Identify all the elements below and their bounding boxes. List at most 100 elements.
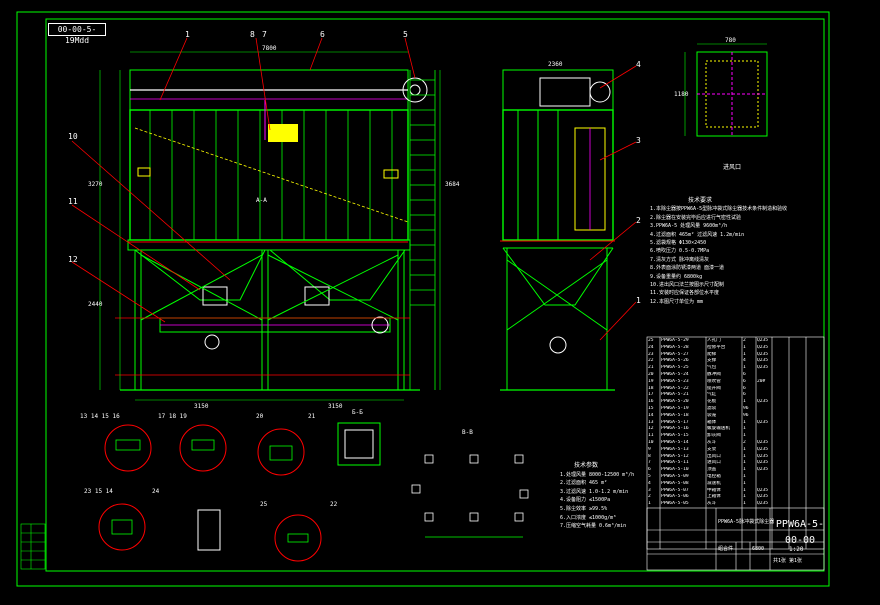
company-name: PPW6A-5脉冲袋式除尘器 [718, 519, 775, 525]
param-line: 2.过滤面积 465 m² [560, 480, 608, 487]
bom-cell: 1 [648, 501, 651, 507]
bom-cell [757, 386, 773, 393]
bom-cell: 1 [743, 474, 746, 479]
bom-cell: PPW6A-5-25 [661, 365, 689, 371]
bom-cell: 检修平台 [707, 344, 726, 350]
bom-cell [773, 426, 790, 433]
bom-cell: 4 [743, 358, 746, 364]
bom-cell: 19 [648, 378, 654, 384]
bom-cell: 箱体 [707, 419, 717, 425]
left-stamp [20, 523, 46, 570]
bom-cell [757, 426, 773, 433]
bom-cell: 96 [743, 412, 749, 418]
callout-detail-d: 21 [308, 413, 316, 420]
callout-detail-h: 22 [330, 501, 338, 508]
bom-cell: PPW6A-5-14 [661, 440, 689, 445]
bom-cell: 气缸 [707, 392, 717, 398]
bom-cell: 人孔门 [707, 338, 721, 343]
balloon-side-3: 3 [636, 136, 641, 145]
bom-cell [790, 420, 807, 427]
outer-border [16, 11, 830, 587]
bom-cell: 9 [648, 446, 651, 452]
bom-cell [773, 454, 790, 461]
dim-bottom-left: 3150 [194, 403, 209, 410]
bom-cell [773, 372, 790, 379]
bom-cell: 96 [743, 406, 749, 411]
notes2-title: 技术参数 [574, 462, 599, 469]
bom-cell: PPW6A-5-21 [661, 392, 689, 398]
bom-cell: 1 [743, 419, 746, 425]
bom-cell: 灰斗 [707, 501, 717, 507]
bom-cell: PPW6A-5-08 [661, 480, 689, 486]
bom-cell: 2 [648, 494, 651, 500]
note-line: 12.本图尺寸单位为 mm [650, 298, 704, 305]
bom-cell [773, 474, 790, 481]
bom-cell: 1 [743, 365, 746, 371]
note-line: 8.外表面涂防锈漆两道 面漆一道 [650, 265, 725, 272]
callout-detail-g: 25 [260, 501, 268, 508]
bom-cell: 6 [648, 467, 651, 473]
param-line: 5.除尘效率 ≥99.5% [560, 505, 608, 512]
bom-cell: 13 [648, 419, 654, 425]
bom-cell: 灰斗 [707, 440, 717, 445]
callout-detail-a: 13 14 15 16 [80, 413, 120, 420]
bom-cell [757, 392, 773, 399]
dim-bottom-right: 3150 [328, 403, 343, 410]
bom-cell [773, 420, 790, 427]
bom-cell: 14 [648, 412, 654, 418]
bom-cell [790, 467, 807, 474]
bom-cell: 2 [743, 338, 746, 343]
bom-cell [790, 406, 807, 413]
bom-cell: Q235 [757, 453, 769, 459]
bom-cell: 18 [648, 385, 654, 391]
bom-cell: 6 [743, 372, 746, 377]
bom-cell [773, 379, 790, 386]
note-line: 3.PPW6A-5 处理风量 9600m³/h [650, 223, 728, 230]
bom-cell: 3 [648, 487, 651, 493]
title-block [646, 507, 825, 571]
bom-cell [773, 447, 790, 454]
bom-cell: 1 [743, 426, 746, 432]
bom-cell: 花板 [707, 399, 717, 405]
side-view [500, 65, 637, 391]
bom-cell: 上箱体 [707, 494, 721, 500]
bom-cell: Q235 [757, 501, 769, 507]
bom-cell [773, 406, 790, 413]
bom-cell: 电控箱 [707, 474, 721, 479]
bom-cell: 4 [648, 480, 651, 486]
bom-cell: Q235 [757, 419, 769, 425]
bom-cell: 1 [743, 453, 746, 459]
bom-cell [773, 386, 790, 393]
bom-cell: 25 [648, 338, 654, 343]
note-line: 2.除尘器在安装完毕后应进行气密性试验 [650, 214, 742, 221]
technical-notes: 技术要求 1.本除尘器按PPW6A-5型脉冲袋式除尘器技术条件制造和验收 2.除… [650, 197, 787, 306]
drawing-title-tag: 00-00-5-19Mdd [48, 23, 106, 45]
bom-cell [773, 358, 790, 365]
bom-cell: 爬梯 [707, 351, 717, 357]
callout-detail-b: 17 18 19 [158, 413, 187, 420]
bom-cell: PPW6A-5-15 [661, 433, 689, 439]
note-line: 11.安装时应保证各部位水平度 [650, 290, 720, 297]
bom-cell [757, 481, 773, 488]
bom-cell: Q235 [757, 365, 769, 371]
bom-cell [773, 501, 790, 508]
bom-cell: PPW6A-5-24 [661, 372, 689, 377]
bom-cell: Q235 [757, 487, 769, 493]
plan-view [684, 43, 768, 137]
bom-cell: 出风口 [707, 453, 721, 459]
bom-cell [790, 372, 807, 379]
technical-parameters: 技术参数 1.处理风量 8000-12500 m³/h 2.过滤面积 465 m… [560, 462, 634, 531]
notes-title: 技术要求 [688, 197, 713, 204]
bom-cell: 脉冲阀 [707, 372, 721, 377]
bom-cell [773, 392, 790, 399]
sheet-info: 共1张 第1张 [773, 558, 803, 564]
